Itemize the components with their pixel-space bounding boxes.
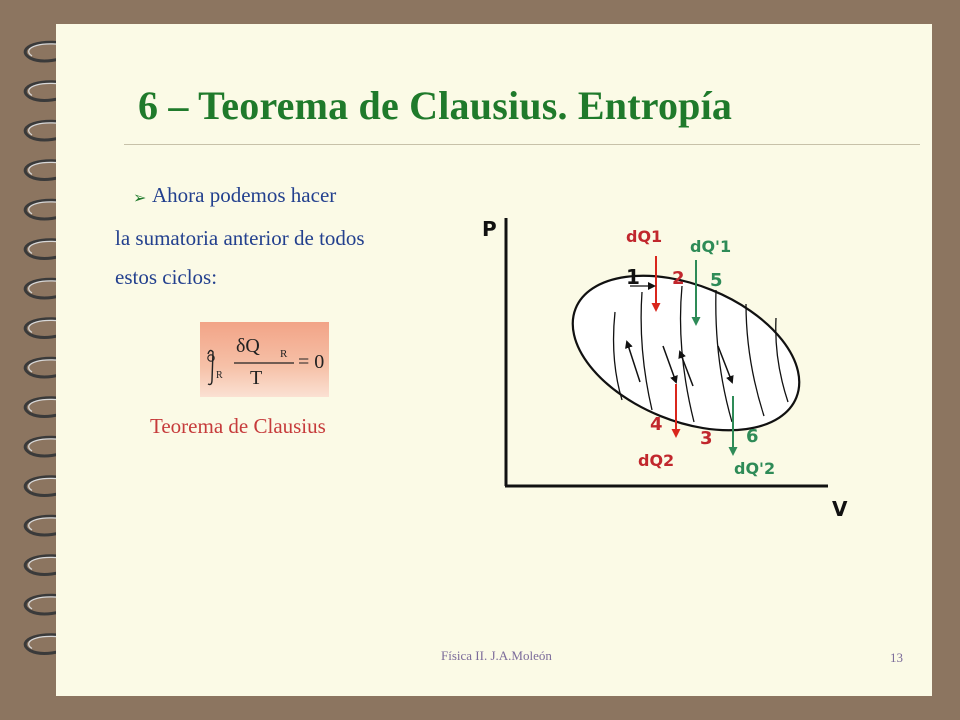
bullet-text-line3: estos ciclos: [115, 265, 218, 289]
point-label-4: 4 [650, 414, 663, 435]
bullet-arrow-icon: ➢ [133, 190, 147, 207]
point-label-1: 1 [626, 265, 640, 289]
point-label-2: 2 [672, 268, 685, 289]
cycle-ellipse [571, 274, 801, 432]
direction-arrow [662, 345, 678, 384]
bullet-text-line2: la sumatoria anterior de todos [115, 226, 365, 250]
footer-author: Física II. J.A.Moleón [441, 648, 552, 663]
fraction-denominator: T [250, 367, 262, 389]
formula-caption: Teorema de Clausius [150, 414, 326, 438]
label-dqp2: dQ'2 [734, 459, 775, 478]
label-dq2: dQ2 [638, 451, 674, 470]
integral-sign-icon [207, 349, 214, 386]
slide-title: 6 – Teorema de Clausius. Entropía [138, 83, 733, 128]
axis-label-v: V [832, 497, 848, 521]
title-divider [124, 144, 920, 145]
direction-arrow [678, 350, 694, 387]
point-label-6: 6 [746, 426, 759, 447]
formula-rhs: = 0 [298, 351, 324, 373]
direction-arrow [625, 340, 641, 383]
integral-subscript: R [216, 370, 223, 381]
pv-cycle-diagram: P V dQ1 dQ'1 1 2 5 4 3 6 dQ2 dQ'2 [482, 217, 848, 521]
closed-loop-icon [207, 354, 215, 362]
clausius-formula: R δQ R T = 0 [200, 322, 329, 397]
numerator-subscript: R [280, 348, 288, 360]
page-number: 13 [890, 650, 903, 665]
point-label-3: 3 [700, 428, 713, 449]
adiabatic-lines [612, 285, 789, 423]
point-label-5: 5 [710, 270, 723, 291]
fraction-numerator: δQ [236, 335, 260, 357]
bullet-text-line1: Ahora podemos hacer [152, 183, 337, 207]
axis-label-p: P [482, 217, 497, 241]
label-dqp1: dQ'1 [690, 237, 731, 256]
label-dq1: dQ1 [626, 227, 662, 246]
direction-arrow [717, 345, 734, 384]
